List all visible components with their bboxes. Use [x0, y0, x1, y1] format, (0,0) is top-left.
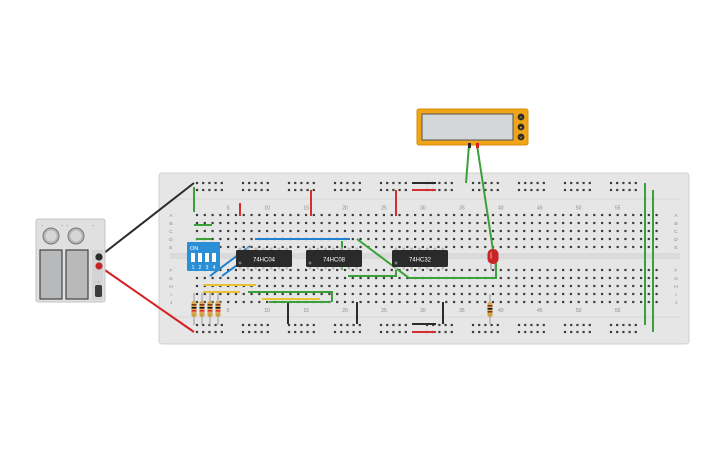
multimeter-terminal-com[interactable]: ● — [517, 123, 525, 131]
colnum-bot-30: 30 — [420, 308, 426, 314]
green-wire-7[interactable] — [348, 270, 397, 277]
chip-74hc32[interactable]: 74HC32 — [392, 247, 448, 270]
svg-text:●: ● — [520, 125, 523, 130]
row-letter-right-h: H — [674, 284, 678, 290]
row-letter-right-j: J — [675, 300, 678, 306]
pull-down-resistors — [191, 293, 493, 325]
colnum-bot-40: 40 — [498, 308, 504, 314]
row-letter-left-d: D — [169, 237, 173, 243]
colnum-top-25: 25 — [381, 206, 387, 212]
row-letter-right-a: A — [674, 213, 678, 219]
colnum-bot-10: 10 — [264, 308, 270, 314]
multimeter-terminal-a[interactable]: A — [517, 113, 525, 121]
colnum-top-15: 15 — [303, 206, 309, 212]
resistor-3[interactable] — [207, 293, 213, 325]
svg-text:+: + — [66, 223, 69, 228]
dip-toggle-4[interactable] — [212, 253, 216, 262]
chip-label: 74HC32 — [409, 258, 432, 264]
power-rail-markers — [239, 182, 444, 333]
battery-terminal-positive[interactable] — [95, 262, 103, 270]
multimeter-screen — [421, 113, 514, 141]
dip-number-1: 1 — [192, 265, 195, 271]
row-letter-left-b: B — [169, 221, 172, 227]
svg-text:A: A — [519, 115, 522, 120]
chip-label: 74HC08 — [323, 258, 346, 264]
colnum-bot-35: 35 — [459, 308, 465, 314]
battery-cap-2 — [67, 227, 85, 245]
resistor-led[interactable] — [487, 294, 493, 324]
resistor-2[interactable] — [199, 293, 205, 325]
colnum-top-30: 30 — [420, 206, 426, 212]
colnum-top-45: 45 — [537, 206, 543, 212]
resistor-1[interactable] — [191, 293, 197, 325]
battery-pack[interactable]: + + + + = — [35, 218, 106, 303]
column-numbers-top: 5 10 15 20 25 30 35 40 45 50 55 — [227, 206, 621, 212]
svg-text:+: + — [61, 223, 64, 228]
ic-chips: 74HC04 74HC08 74HC32 — [236, 247, 448, 270]
row-letter-left-e: E — [169, 245, 172, 251]
green-wire-meter-pos[interactable] — [476, 144, 494, 251]
dip-toggle-1[interactable] — [191, 253, 195, 262]
battery-switch[interactable] — [95, 285, 102, 297]
colnum-top-10: 10 — [264, 206, 270, 212]
green-wire-meter-neg[interactable] — [465, 144, 470, 184]
dip-number-2: 2 — [199, 265, 202, 271]
chip-label: 74HC04 — [253, 258, 276, 264]
black-battery-lead[interactable] — [98, 182, 195, 258]
colnum-bot-50: 50 — [576, 308, 582, 314]
row-letter-left-g: G — [169, 276, 173, 282]
colnum-bot-45: 45 — [537, 308, 543, 314]
colnum-top-5: 5 — [227, 206, 230, 212]
dip-number-4: 4 — [213, 265, 216, 271]
svg-text:=: = — [97, 279, 100, 284]
battery-cell-1 — [39, 249, 63, 300]
green-wire-4[interactable] — [248, 291, 333, 302]
chip-74hc08[interactable]: 74HC08 — [306, 247, 362, 270]
chip-74hc04[interactable]: 74HC04 — [236, 247, 292, 270]
multimeter-terminal-v[interactable]: V — [517, 133, 525, 141]
red-battery-lead[interactable] — [98, 265, 195, 333]
colnum-bot-20: 20 — [342, 308, 348, 314]
svg-text:V: V — [519, 135, 522, 140]
column-numbers-bottom: 5 10 15 20 25 30 35 40 45 50 55 — [227, 308, 621, 314]
row-letter-right-f: F — [675, 268, 678, 274]
colnum-bot-5: 5 — [227, 308, 230, 314]
colnum-top-20: 20 — [342, 206, 348, 212]
colnum-top-35: 35 — [459, 206, 465, 212]
row-letter-left-i: I — [170, 292, 171, 298]
svg-text:+: + — [92, 223, 95, 228]
row-letter-left-f: F — [170, 268, 173, 274]
row-letter-right-b: B — [674, 221, 677, 227]
dip-number-3: 3 — [206, 265, 209, 271]
resistor-4[interactable] — [215, 293, 221, 325]
dip-switch[interactable]: ON 1 2 3 4 — [187, 242, 220, 271]
green-wire-6[interactable] — [356, 238, 497, 279]
row-letter-right-d: D — [674, 237, 678, 243]
dip-switch-on-label: ON — [190, 246, 198, 252]
dip-toggle-2[interactable] — [198, 253, 202, 262]
colnum-top-50: 50 — [576, 206, 582, 212]
dip-toggle-3[interactable] — [205, 253, 209, 262]
multimeter[interactable]: A ● V — [416, 108, 529, 148]
svg-text:+: + — [41, 223, 44, 228]
row-letter-left-c: C — [169, 229, 173, 235]
battery-terminal-negative[interactable] — [95, 253, 103, 261]
row-letter-left-j: J — [170, 300, 173, 306]
colnum-top-40: 40 — [498, 206, 504, 212]
row-letter-right-i: I — [675, 292, 676, 298]
colnum-bot-15: 15 — [303, 308, 309, 314]
row-letter-right-c: C — [674, 229, 678, 235]
row-letter-right-e: E — [674, 245, 677, 251]
led[interactable] — [487, 249, 499, 270]
battery-cap-1 — [42, 227, 60, 245]
colnum-top-55: 55 — [615, 206, 621, 212]
row-letter-right-g: G — [674, 276, 678, 282]
colnum-bot-25: 25 — [381, 308, 387, 314]
row-letter-left-h: H — [169, 284, 173, 290]
row-letter-left-a: A — [169, 213, 173, 219]
colnum-bot-55: 55 — [615, 308, 621, 314]
battery-cell-2 — [65, 249, 89, 300]
